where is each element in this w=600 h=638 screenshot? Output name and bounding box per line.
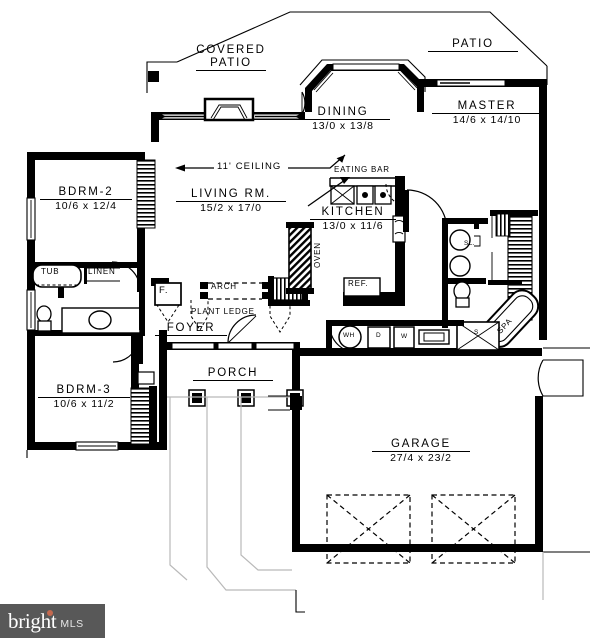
room-label-patio: PATIO (428, 38, 518, 52)
water-heater-label: WH (343, 332, 355, 339)
room-label-bdrm-2: BDRM-2 10/6 x 12/4 (40, 186, 132, 213)
room-label-living-room: LIVING RM. 15/2 x 17/0 (176, 188, 286, 215)
room-label-dining: DINING 13/0 x 13/8 (296, 106, 390, 133)
room-label-foyer: FOYER (155, 322, 227, 336)
master-bath-features (442, 210, 540, 351)
brand-wordmark: bright (8, 608, 57, 633)
site-outline (26, 347, 590, 613)
room-label-kitchen: KITCHEN 13/0 x 11/6 (310, 206, 396, 233)
ceiling-note-label: 11' CEILING (217, 161, 282, 172)
ceiling-annotation-arrow (175, 154, 346, 172)
bath-2-features (26, 262, 145, 364)
dryer-label: D (376, 332, 382, 339)
eating-bar-arrow (307, 177, 350, 207)
tub-label: TUB (41, 267, 60, 276)
plant-ledge-label: PLANT LEDGE (191, 307, 255, 316)
bdrm-3-features (75, 336, 157, 451)
dining-bay-windows (313, 63, 418, 93)
linen-label: LINEN (88, 267, 116, 276)
washer-label: W (401, 333, 408, 340)
laundry-features (326, 320, 464, 353)
room-label-bdrm-3: BDRM-3 10/6 x 11/2 (38, 384, 130, 411)
patio-post (148, 71, 159, 82)
eating-bar-label: EATING BAR (334, 165, 390, 174)
master-patio-door (436, 79, 506, 87)
room-label-garage: GARAGE 27/4 x 23/2 (372, 438, 470, 465)
patio-sliding-doors (158, 97, 303, 122)
oven-column (286, 222, 314, 294)
shelf-label: SL. (464, 240, 475, 247)
room-label-master: MASTER 14/6 x 14/10 (432, 100, 542, 127)
brand-suffix: MLS (60, 617, 84, 630)
kitchen-features (329, 176, 448, 306)
foyer-entry (171, 314, 295, 350)
door-swing-dining (301, 91, 306, 115)
brand-dot-icon (47, 609, 54, 616)
room-label-covered-patio: COVERED PATIO (196, 44, 266, 71)
fireplace-label: F. (159, 285, 169, 296)
arch-label: ARCH (211, 282, 237, 291)
room-label-porch: PORCH (193, 367, 273, 381)
garage-features (268, 359, 584, 564)
refrigerator-label: REF. (348, 279, 369, 288)
porch-columns (167, 389, 304, 591)
bright-mls-watermark: bright MLS (0, 604, 105, 638)
oven-label: OVEN (313, 242, 322, 268)
storage-label: S (474, 329, 479, 336)
